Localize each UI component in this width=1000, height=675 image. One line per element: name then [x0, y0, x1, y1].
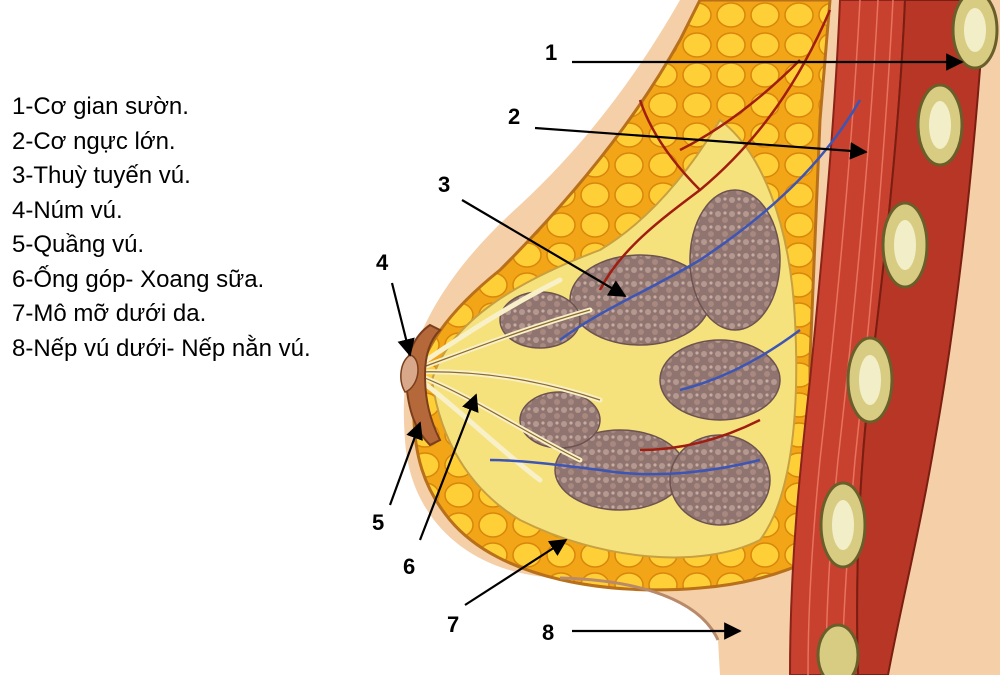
arrow-5 [388, 421, 423, 506]
veins [489, 99, 862, 476]
callout-4: 4 [376, 250, 389, 275]
nipple [400, 354, 419, 393]
callout-3: 3 [438, 172, 450, 197]
arrow-4 [390, 282, 415, 357]
arrow-7 [464, 539, 568, 606]
callout-arrows [388, 53, 964, 640]
legend-item-2: 2-Cơ ngực lớn. [12, 127, 176, 155]
arrow-2 [534, 126, 868, 160]
callout-7: 7 [447, 612, 459, 637]
callout-2: 2 [508, 104, 520, 129]
legend-item-4: 4-Núm vú. [12, 196, 123, 224]
callout-6: 6 [403, 554, 415, 579]
legend-item-7: 7-Mô mỡ dưới da. [12, 300, 207, 327]
callout-numbers: 1 2 3 4 5 6 7 8 [372, 40, 557, 645]
arrow-3 [461, 199, 627, 297]
legend-item-6: 6-Ống góp- Xoang sữa. [12, 265, 265, 293]
legend-item-1: 1-Cơ gian sườn. [12, 93, 189, 120]
legend-item-8: 8-Nếp vú dưới- Nếp nằn vú. [12, 334, 311, 362]
inframammary-fold [559, 576, 720, 641]
legend-item-3: 3-Thuỳ tuyến vú. [12, 162, 191, 189]
arrow-6 [418, 393, 479, 541]
legend: 1-Cơ gian sườn. 2-Cơ ngực lớn. 3-Thuỳ tu… [12, 90, 311, 366]
arteries [598, 9, 832, 452]
callout-8: 8 [542, 620, 554, 645]
callout-1: 1 [545, 40, 557, 65]
ribs [816, 0, 999, 675]
gland-lobes [499, 189, 781, 526]
legend-item-5: 5-Quầng vú. [12, 231, 145, 258]
callout-5: 5 [372, 510, 384, 535]
